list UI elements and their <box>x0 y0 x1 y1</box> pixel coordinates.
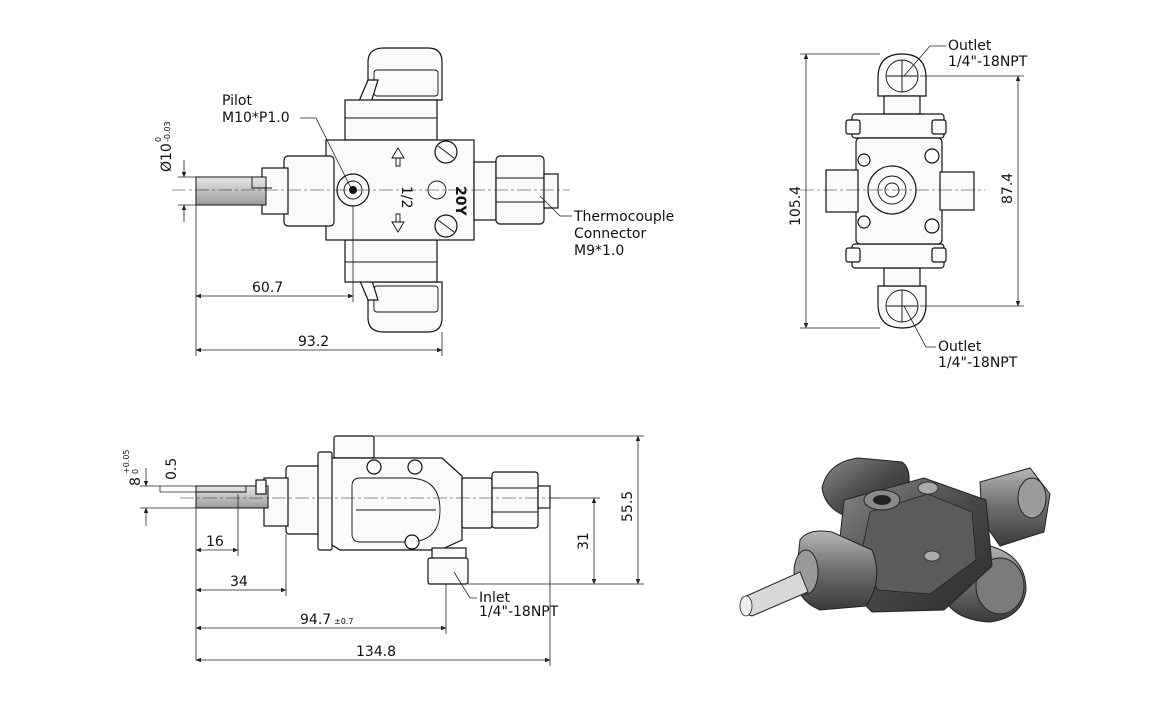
dim-flat-depth: 0.5 <box>164 458 180 480</box>
connector-label: Connector <box>574 226 646 242</box>
top-view-annotations: Pilot M10*P1.0 Thermocouple Connector M9… <box>154 93 674 356</box>
end-view <box>800 53 985 329</box>
outlet-bottom-thread: 1/4"-18NPT <box>938 355 1018 371</box>
dim-shaft-width-tol-lower: 0 <box>131 469 140 474</box>
end-view-annotations: Outlet 1/4"-18NPT Outlet 1/4"-18NPT 105.… <box>788 38 1028 371</box>
dim-inlet-position-tol: ±0.7 <box>334 617 353 626</box>
body-marking-2: 20Y <box>452 186 468 216</box>
dim-shaft-length: 34 <box>230 574 248 590</box>
dim-pilot-offset: 60.7 <box>252 280 283 296</box>
thermo-thread-label: M9*1.0 <box>574 243 624 259</box>
dim-overall-length: 134.8 <box>356 644 396 660</box>
dim-shaft-width: 8 <box>128 477 144 486</box>
dim-shaft-diameter: Ø10 <box>159 143 175 172</box>
outlet-bottom-label: Outlet <box>938 339 982 355</box>
dim-right-outlet-spacing: 87.4 <box>1000 173 1016 204</box>
front-view-annotations: Inlet 1/4"-18NPT 8 +0.05 0 0.5 16 34 94.… <box>122 435 644 666</box>
outlet-top-thread: 1/4"-18NPT <box>948 54 1028 70</box>
dim-shaft-width-tol-upper: +0.05 <box>122 449 131 474</box>
pilot-thread-label: M10*P1.0 <box>222 110 290 126</box>
front-view <box>180 435 560 585</box>
inlet-label: Inlet <box>479 590 511 606</box>
inlet-thread: 1/4"-18NPT <box>479 604 559 620</box>
dim-inlet-height: 31 <box>576 532 592 550</box>
dim-shaft-flat-length: 16 <box>206 534 224 550</box>
dim-shaft-diameter-tol-upper: 0 <box>154 137 163 142</box>
dim-right-height: 105.4 <box>788 186 804 226</box>
top-view: 1/2 20Y <box>172 47 570 333</box>
outlet-top-label: Outlet <box>948 38 992 54</box>
dim-overall-height: 55.5 <box>620 491 636 522</box>
dim-shaft-diameter-tol-lower: -0.03 <box>163 121 172 142</box>
isometric-render <box>739 457 1051 623</box>
thermocouple-label: Thermocouple <box>573 209 674 225</box>
dim-inlet-position: 94.7 <box>300 612 331 628</box>
body-marking-1: 1/2 <box>398 186 414 209</box>
pilot-label: Pilot <box>222 93 252 109</box>
dim-top-overall-length: 93.2 <box>298 334 329 350</box>
